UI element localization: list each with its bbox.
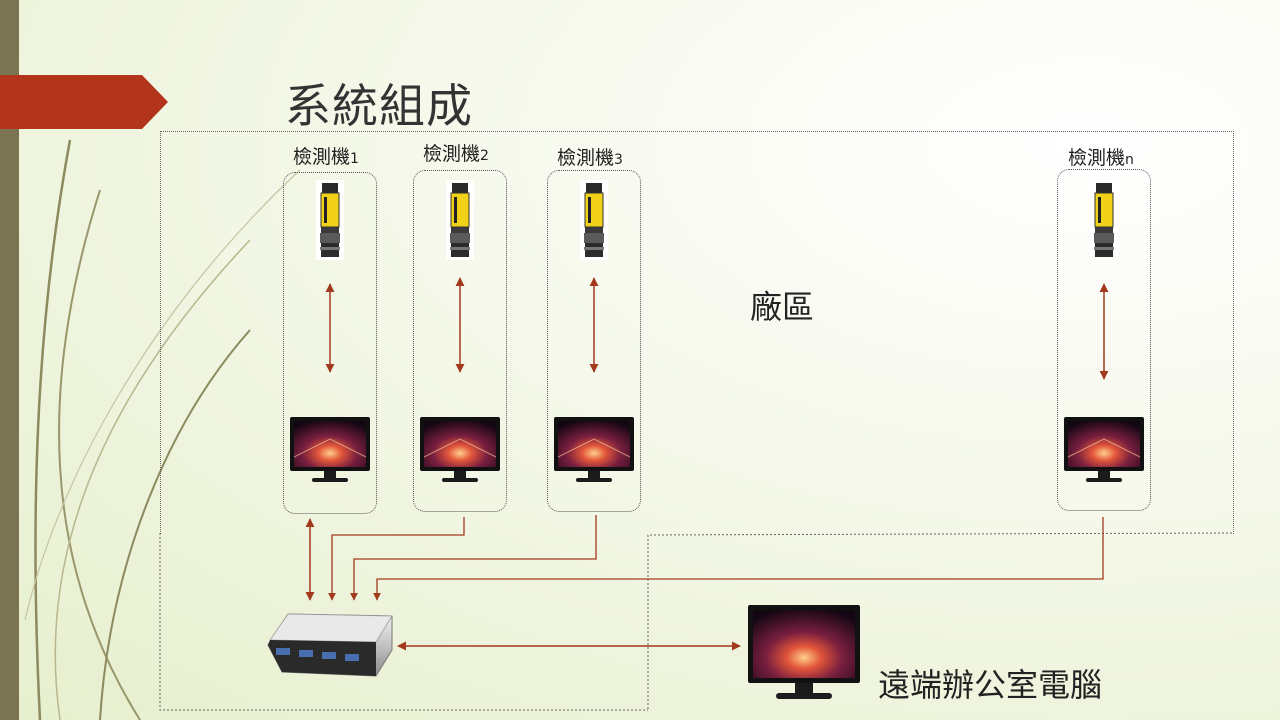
- monitor-2-icon: [419, 416, 501, 483]
- detector-3-box: [547, 170, 641, 512]
- remote-pc-monitor-icon: [748, 605, 860, 699]
- slide-title: 系統組成: [285, 79, 473, 133]
- network-hub-icon: [267, 613, 393, 677]
- camera-2-icon: [445, 179, 475, 261]
- detector-n-hub-connection: [373, 517, 1104, 601]
- detector-2-box: [413, 170, 507, 512]
- plant-area-label: 廠區: [750, 288, 815, 326]
- left-decoration-strip: [0, 0, 19, 720]
- detector-n-label: 檢測機n: [1068, 147, 1134, 169]
- detector-1-box: [283, 172, 377, 514]
- detector-n-box: [1057, 169, 1151, 511]
- title-banner-arrow: [0, 75, 168, 129]
- camera-1-icon: [315, 179, 345, 261]
- monitor-1-icon: [289, 416, 371, 483]
- plant-zone-boundary: [160, 131, 1234, 534]
- monitor-3-icon: [553, 416, 635, 483]
- detector-3-hub-connection: [350, 515, 597, 601]
- monitor-n-icon: [1063, 416, 1145, 483]
- camera-3-icon: [579, 179, 609, 261]
- detector-3-label: 檢測機3: [557, 147, 623, 169]
- camera-n-icon: [1089, 179, 1119, 261]
- detector-1-label: 檢測機1: [293, 146, 359, 168]
- detector-2-label: 檢測機2: [423, 143, 489, 165]
- remote-pc-label: 遠端辦公室電腦: [878, 666, 1103, 704]
- detector-2-hub-connection: [328, 517, 465, 601]
